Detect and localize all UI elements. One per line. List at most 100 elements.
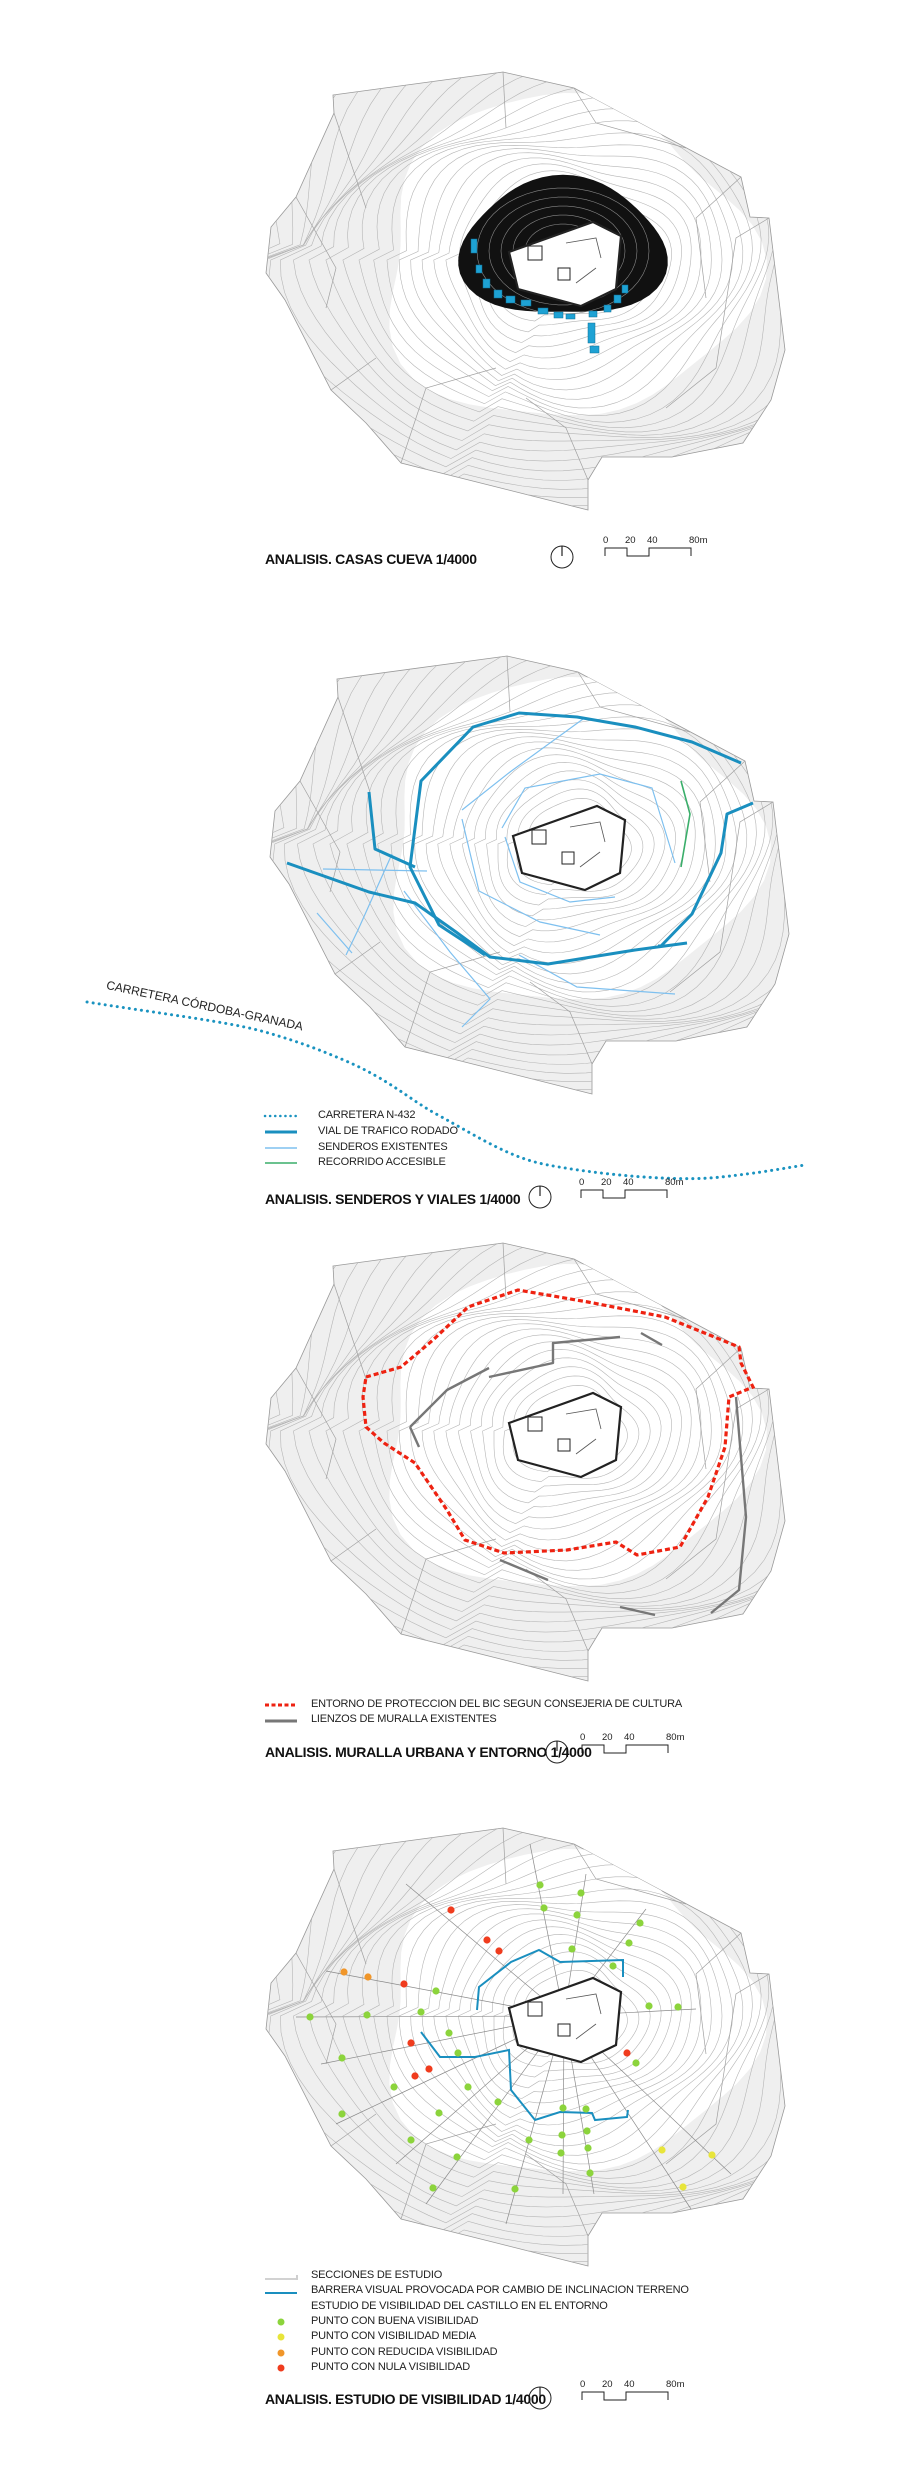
castle-outline	[511, 804, 627, 892]
punto-visibilidad-nula	[447, 1906, 455, 1914]
punto-visibilidad-buena	[625, 1939, 633, 1947]
sendero-line	[501, 773, 676, 864]
castle-interior	[565, 1993, 602, 2040]
castle-keep	[561, 851, 575, 865]
scale-bar-label: 40	[624, 1732, 635, 1743]
sendero-line	[403, 890, 491, 1028]
punto-visibilidad-buena	[636, 1919, 644, 1927]
legend-symbol-secciones	[265, 2275, 298, 2280]
carretera-n432-line	[85, 1000, 807, 1181]
castle-interior	[565, 1408, 602, 1455]
muralla-segment	[499, 1558, 549, 1582]
castle-tower	[527, 245, 543, 261]
punto-visibilidad-buena	[568, 1945, 576, 1953]
punto-visibilidad-buena	[445, 2029, 453, 2037]
senderos-existentes	[316, 718, 676, 1028]
punto-visibilidad-media	[679, 2183, 687, 2191]
map-muralla-entorno	[228, 1159, 900, 1719]
castle-outline	[507, 1391, 623, 1479]
scale-bar-label: 20	[602, 2379, 613, 2390]
punto-visibilidad-reducida	[364, 1973, 372, 1981]
scale-bar	[604, 547, 692, 557]
vial-line	[658, 801, 754, 948]
muralla-segment	[408, 1426, 421, 1448]
scale-bar-label: 80m	[665, 1177, 684, 1188]
scale-bar-label: 20	[601, 1177, 612, 1188]
cave-house	[505, 295, 516, 304]
scale-bar-label: 80m	[666, 1732, 685, 1743]
muralla-segment	[409, 1366, 490, 1428]
barrera-visual-south	[420, 2031, 629, 2122]
punto-visibilidad-nula	[623, 2049, 631, 2057]
cave-house	[482, 278, 491, 289]
vial-line	[367, 791, 416, 869]
sendero-line	[316, 912, 353, 954]
scale-bar-label: 20	[602, 1732, 613, 1743]
punto-visibilidad-buena	[632, 2059, 640, 2067]
punto-visibilidad-buena	[583, 2127, 591, 2135]
cave-house	[475, 264, 483, 274]
legend-barrera: BARRERA VISUAL PROVOCADA POR CAMBIO DE I…	[311, 2284, 689, 2296]
punto-visibilidad-buena	[573, 1911, 581, 1919]
cave-house	[493, 289, 503, 299]
castle-outline	[507, 1976, 623, 2064]
cave-house	[553, 311, 564, 319]
cave-house	[588, 310, 598, 318]
cave-house	[613, 294, 622, 304]
castle-tower	[527, 1416, 543, 1432]
punto-visibilidad-buena	[582, 2105, 590, 2113]
cave-house	[565, 313, 576, 320]
punto-visibilidad-media	[658, 2146, 666, 2154]
muralla-segment	[619, 1605, 656, 1617]
punto-visibilidad-buena	[557, 2149, 565, 2157]
cave-house	[589, 345, 600, 354]
vial-line	[286, 861, 688, 966]
punto-visibilidad-buena	[577, 1889, 585, 1897]
legend-dot-nula	[277, 2364, 285, 2372]
panel-3-title: ANALISIS. MURALLA URBANA Y ENTORNO 1/400…	[265, 1744, 592, 1760]
panel-1-title: ANALISIS. CASAS CUEVA 1/4000	[265, 551, 477, 567]
punto-visibilidad-buena	[432, 1987, 440, 1995]
scale-bar-label: 0	[603, 535, 609, 546]
sendero-line	[504, 836, 616, 903]
legend-carretera: CARRETERA N-432	[318, 1109, 416, 1121]
castle-tower	[531, 829, 547, 845]
punto-visibilidad-buena	[390, 2083, 398, 2091]
legend-muralla: LIENZOS DE MURALLA EXISTENTES	[311, 1713, 497, 1725]
legend-dot-buena	[277, 2318, 285, 2326]
legend-senderos: SENDEROS EXISTENTES	[318, 1141, 448, 1153]
muralla-segment	[640, 1331, 663, 1347]
legend-nula: PUNTO CON NULA VISIBILIDAD	[311, 2361, 471, 2373]
castle-tower	[527, 2001, 543, 2017]
section-line	[529, 1843, 565, 2017]
legend-symbols	[263, 1114, 300, 2372]
punto-visibilidad-nula	[407, 2039, 415, 2047]
muralla-segment	[710, 1396, 748, 1614]
map-casas-cueva	[228, 0, 900, 547]
legend-dot-media	[277, 2333, 285, 2341]
castle-keep	[557, 267, 571, 281]
cave-house	[621, 284, 629, 294]
punto-visibilidad-buena	[525, 2136, 533, 2144]
scale-bar-label: 0	[580, 2379, 586, 2390]
punto-visibilidad-buena	[609, 1962, 617, 1970]
punto-visibilidad-media	[708, 2151, 716, 2159]
cave-house	[537, 307, 549, 315]
sendero-line	[518, 954, 676, 995]
panel-4-title: ANALISIS. ESTUDIO DE VISIBILIDAD 1/4000	[265, 2391, 546, 2407]
cave-house	[520, 299, 532, 307]
punto-visibilidad-buena	[494, 2098, 502, 2106]
punto-visibilidad-buena	[429, 2184, 437, 2192]
barrera-visual-north	[476, 1948, 624, 2011]
section-line	[405, 1883, 565, 2017]
punto-visibilidad-nula	[411, 2072, 419, 2080]
punto-visibilidad-buena	[558, 2131, 566, 2139]
scale-bar-label: 0	[579, 1177, 585, 1188]
sendero-line	[461, 818, 601, 936]
punto-visibilidad-buena	[454, 2049, 462, 2057]
scale-bar-label: 80m	[689, 535, 708, 546]
punto-visibilidad-buena	[435, 2109, 443, 2117]
castle-interior	[569, 821, 606, 868]
punto-visibilidad-buena	[338, 2110, 346, 2118]
